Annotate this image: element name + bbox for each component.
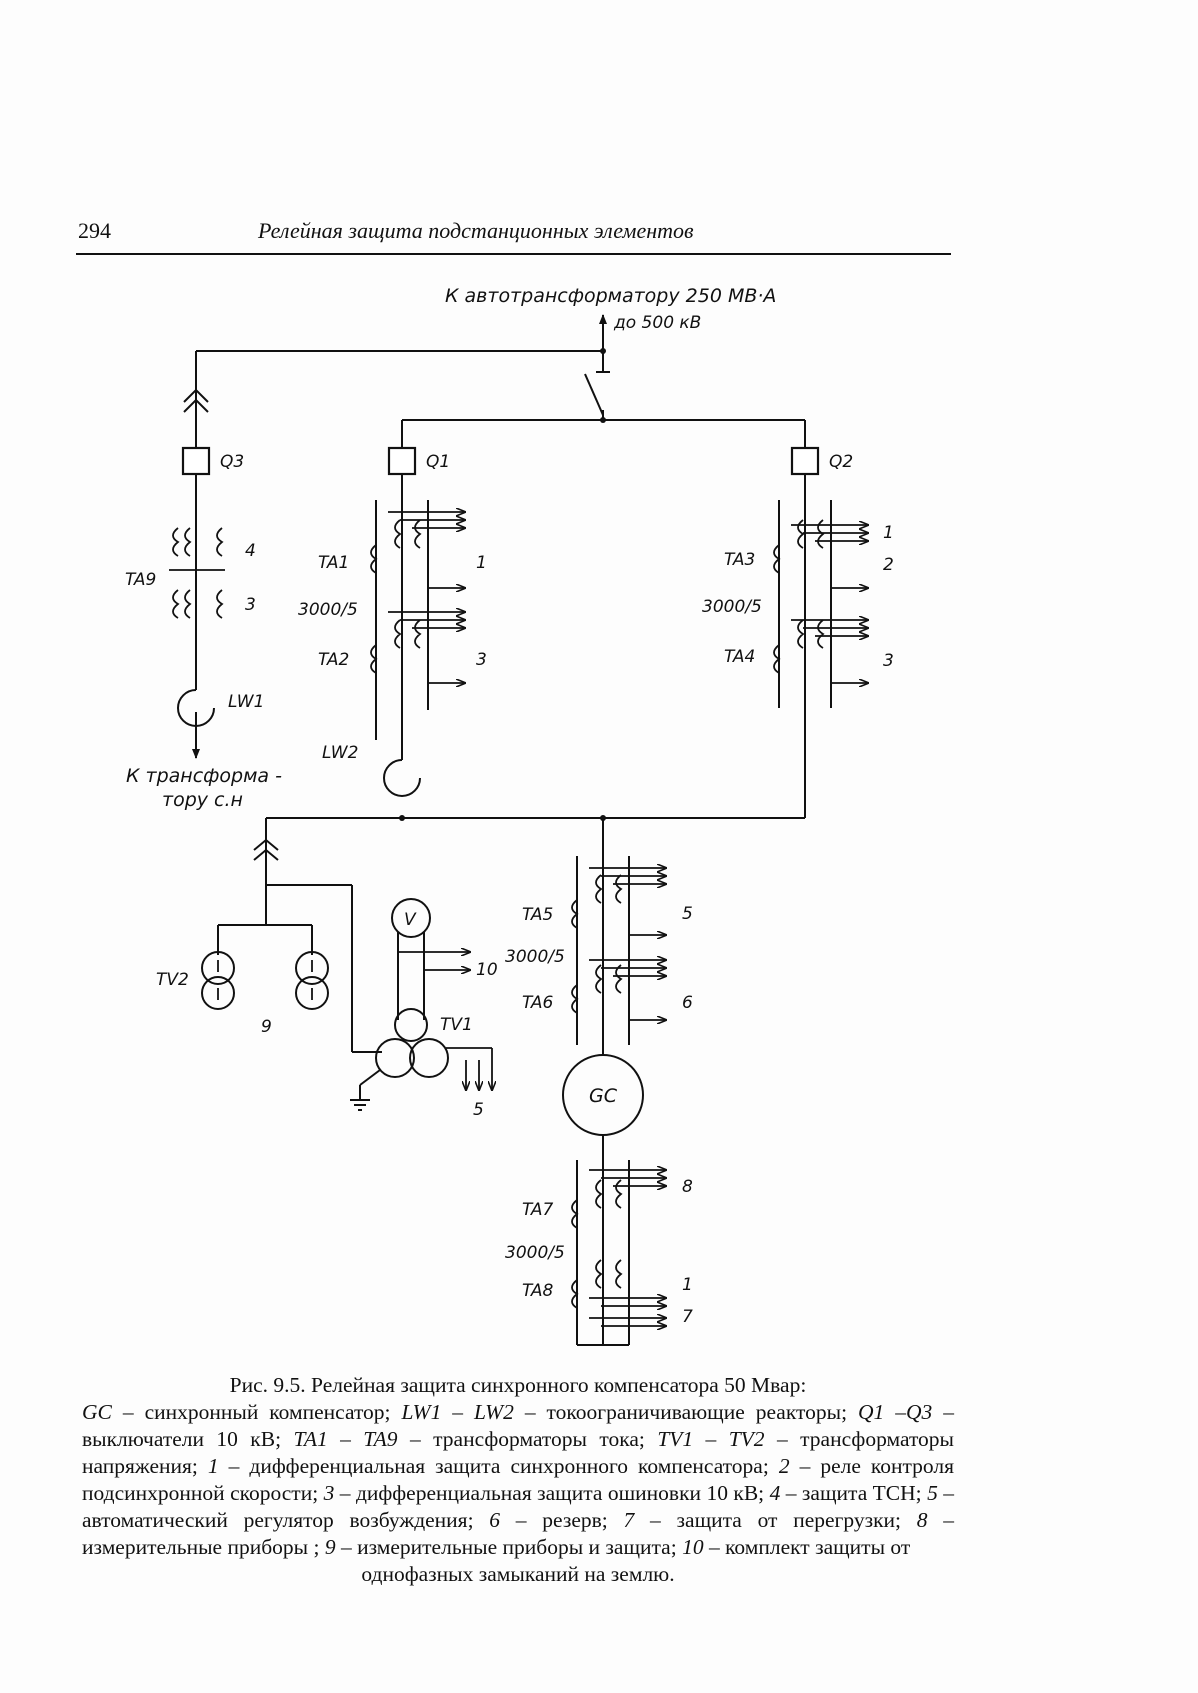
label-lw2: LW2 [322, 743, 358, 763]
ct-ta9-upper [172, 527, 224, 557]
label-9: 9 [261, 1017, 272, 1037]
ct-ta4 [773, 619, 825, 674]
label-1: 1 [682, 1275, 693, 1295]
ct-ta7 [571, 1179, 623, 1229]
label-ta5: TA5 [522, 905, 553, 925]
voltmeter-label: V [404, 910, 417, 930]
top-feeder-label: К автотрансформатору 250 МВ·А [445, 285, 776, 307]
label-1: 1 [883, 523, 894, 543]
label-ta7: TA7 [522, 1200, 553, 1220]
ct-ta1 [370, 519, 422, 574]
label-ratio: 3000/5 [298, 600, 358, 620]
wire [359, 1069, 381, 1086]
label-ta3: TA3 [724, 550, 755, 570]
ct-ta5 [571, 874, 623, 929]
plug-connector-icon [183, 388, 209, 413]
compensator-branch: TA5 3000/5 TA6 5 6 GC TA7 3000/5 TA8 8 1 [505, 818, 693, 1346]
plug-connector-icon [253, 838, 279, 861]
junction-dot [399, 815, 405, 821]
ct-ta3 [773, 519, 825, 574]
junction-dot [600, 417, 606, 423]
label-ratio: 3000/5 [505, 947, 565, 967]
aux-transformer-label-1: К трансформа - [126, 765, 282, 787]
label-3: 3 [883, 651, 894, 671]
vt-tv1-icon [409, 1038, 449, 1078]
branch-q1: Q1 TA1 3000/5 TA2 1 3 LW2 [298, 420, 487, 797]
vt-tv2-a-icon [201, 951, 235, 985]
label-tv2: TV2 [156, 970, 189, 990]
ct-ta9-lower [172, 589, 224, 619]
vt-tv2-b-icon [295, 951, 329, 985]
ct-ta8 [571, 1259, 623, 1309]
label-gc: GC [589, 1085, 618, 1107]
breaker-q2 [790, 446, 820, 476]
top-feeder-voltage: до 500 кВ [613, 313, 701, 333]
vt-tv1-icon [375, 1038, 415, 1078]
label-q1: Q1 [426, 452, 450, 472]
vt-tv2-b-icon [295, 976, 329, 1010]
label-3: 3 [245, 595, 256, 615]
label-5: 5 [682, 904, 693, 924]
junction-dot [600, 348, 606, 354]
label-ta4: TA4 [724, 647, 755, 667]
label-ta8: TA8 [522, 1281, 553, 1301]
page-number: 294 [78, 218, 111, 243]
vt-section: TV2 9 V 10 TV1 5 [156, 818, 498, 1120]
running-header-title: Релейная защита подстанционных элементов [258, 218, 694, 243]
aux-transformer-label-2: тору с.н [162, 789, 243, 811]
breaker-q3 [181, 446, 211, 476]
ct-ta2 [370, 619, 422, 674]
label-tv1: TV1 [440, 1015, 473, 1035]
label-8: 8 [682, 1177, 693, 1197]
label-lw1: LW1 [228, 692, 264, 712]
vt-tv2-a-icon [201, 976, 235, 1010]
label-q2: Q2 [829, 452, 853, 472]
breaker-q1 [387, 446, 417, 476]
figure-caption: Рис. 9.5. Релейная защита синхронного ко… [82, 1373, 955, 1586]
label-5: 5 [473, 1100, 484, 1120]
label-ta1: TA1 [318, 553, 349, 573]
label-4: 4 [245, 541, 256, 561]
ct-ta6 [571, 964, 623, 1014]
voltmeter-icon [391, 898, 431, 938]
label-7: 7 [682, 1307, 693, 1327]
label-10: 10 [476, 960, 498, 980]
label-3: 3 [476, 650, 487, 670]
vt-tv1-icon [394, 1008, 428, 1042]
caption-title: Рис. 9.5. Релейная защита синхронного ко… [229, 1373, 807, 1397]
label-ta6: TA6 [522, 993, 553, 1013]
label-q3: Q3 [220, 452, 244, 472]
label-ratio: 3000/5 [702, 597, 762, 617]
label-ta2: TA2 [318, 650, 349, 670]
reactor-lw2-icon [383, 759, 421, 797]
top-feeder: К автотрансформатору 250 МВ·А до 500 кВ [196, 285, 805, 423]
label-ta9: TA9 [125, 570, 156, 590]
branch-q2: Q2 TA3 3000/5 TA4 1 2 3 [702, 420, 894, 818]
caption-last-line: однофазных замыканий на землю. [361, 1562, 675, 1586]
label-ratio: 3000/5 [505, 1243, 565, 1263]
disconnector-blade [584, 373, 604, 416]
aux-branch: Q3 TA9 4 3 LW1 К трансформа - тору с.н [125, 351, 282, 811]
label-6: 6 [682, 993, 693, 1013]
reactor-lw1-icon [177, 689, 215, 727]
label-2: 2 [883, 555, 894, 575]
header-rule [76, 253, 951, 255]
label-1: 1 [476, 553, 487, 573]
